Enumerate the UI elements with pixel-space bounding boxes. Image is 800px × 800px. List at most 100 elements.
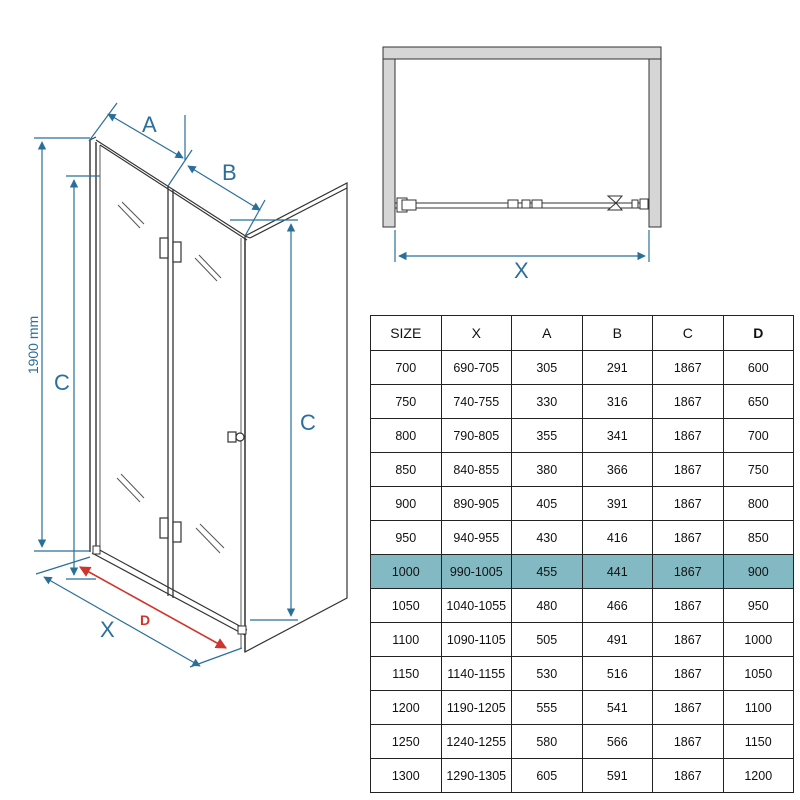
table-cell: 1000	[722, 622, 794, 657]
table-cell: 940-955	[440, 520, 512, 555]
wall-profile-left	[89, 136, 101, 552]
table-cell: 700	[722, 418, 794, 453]
dimension-c-left	[66, 175, 100, 580]
table-cell: 1140-1155	[440, 656, 512, 691]
front-view: 1900 mm C A B C	[25, 102, 348, 668]
table-cell: 890-905	[440, 486, 512, 521]
table-cell: 580	[511, 724, 583, 759]
table-cell: 900	[722, 554, 794, 589]
header-size: SIZE	[370, 315, 442, 351]
table-cell: 1867	[652, 588, 724, 623]
table-header-row: SIZE X A B C D	[370, 315, 794, 351]
table-cell: 1867	[652, 520, 724, 555]
table-cell: 840-855	[440, 452, 512, 487]
table-cell: 305	[511, 350, 583, 385]
door-frame	[91, 139, 248, 652]
table-cell: 900	[370, 486, 442, 521]
x-top-label: X	[514, 258, 529, 283]
table-cell: 366	[581, 452, 653, 487]
table-cell: 291	[581, 350, 653, 385]
header-d: D	[722, 315, 794, 351]
dimension-a	[88, 102, 186, 160]
table-cell: 1200	[722, 758, 794, 793]
table-cell: 1050	[370, 588, 442, 623]
table-cell: 566	[581, 724, 653, 759]
c-left-label: C	[54, 370, 70, 395]
table-cell: 466	[581, 588, 653, 623]
table-cell: 416	[581, 520, 653, 555]
table-cell: 740-755	[440, 384, 512, 419]
glass-reflection-marks	[116, 201, 225, 554]
table-cell: 750	[370, 384, 442, 419]
table-cell: 1300	[370, 758, 442, 793]
x-front-label: X	[100, 617, 115, 642]
table-cell: 790-805	[440, 418, 512, 453]
top-view: X	[382, 46, 662, 283]
table-cell: 516	[581, 656, 653, 691]
header-a: A	[511, 315, 583, 351]
table-cell: 1090-1105	[440, 622, 512, 657]
dimension-d-line	[79, 566, 227, 649]
table-cell: 1100	[370, 622, 442, 657]
table-cell: 1190-1205	[440, 690, 512, 725]
table-cell: 591	[581, 758, 653, 793]
table-cell: 850	[722, 520, 794, 555]
table-cell: 605	[511, 758, 583, 793]
table-cell: 800	[722, 486, 794, 521]
table-cell: 1867	[652, 554, 724, 589]
table-cell: 541	[581, 690, 653, 725]
table-cell: 405	[511, 486, 583, 521]
top-view-wall-left	[382, 58, 396, 228]
table-cell: 341	[581, 418, 653, 453]
table-cell: 600	[722, 350, 794, 385]
bottom-pivot	[92, 545, 247, 635]
table-cell: 1867	[652, 350, 724, 385]
c-right-label: C	[300, 410, 316, 435]
hinge-bottom	[159, 517, 182, 543]
header-c: C	[652, 315, 724, 351]
table-cell: 1867	[652, 418, 724, 453]
table-cell: 316	[581, 384, 653, 419]
table-cell: 1867	[652, 690, 724, 725]
hinge-top	[159, 237, 182, 263]
table-cell: 1200	[370, 690, 442, 725]
top-view-wall-right	[648, 58, 662, 228]
dimension-c-right	[230, 219, 298, 621]
table-cell: 1867	[652, 384, 724, 419]
table-cell: 1867	[652, 724, 724, 759]
table-cell: 555	[511, 690, 583, 725]
header-b: B	[581, 315, 653, 351]
table-cell: 1867	[652, 622, 724, 657]
table-cell: 1100	[722, 690, 794, 725]
table-cell: 1150	[722, 724, 794, 759]
table-cell: 480	[511, 588, 583, 623]
d-label: D	[140, 612, 150, 628]
table-cell: 491	[581, 622, 653, 657]
table-cell: 441	[581, 554, 653, 589]
a-label: A	[142, 112, 157, 137]
table-cell: 1240-1255	[440, 724, 512, 759]
table-cell: 391	[581, 486, 653, 521]
table-cell: 330	[511, 384, 583, 419]
table-cell: 530	[511, 656, 583, 691]
table-cell: 430	[511, 520, 583, 555]
table-cell: 1867	[652, 656, 724, 691]
table-cell: 750	[722, 452, 794, 487]
b-label: B	[222, 160, 237, 185]
table-cell: 1867	[652, 758, 724, 793]
table-cell: 455	[511, 554, 583, 589]
table-cell: 850	[370, 452, 442, 487]
table-cell: 1150	[370, 656, 442, 691]
